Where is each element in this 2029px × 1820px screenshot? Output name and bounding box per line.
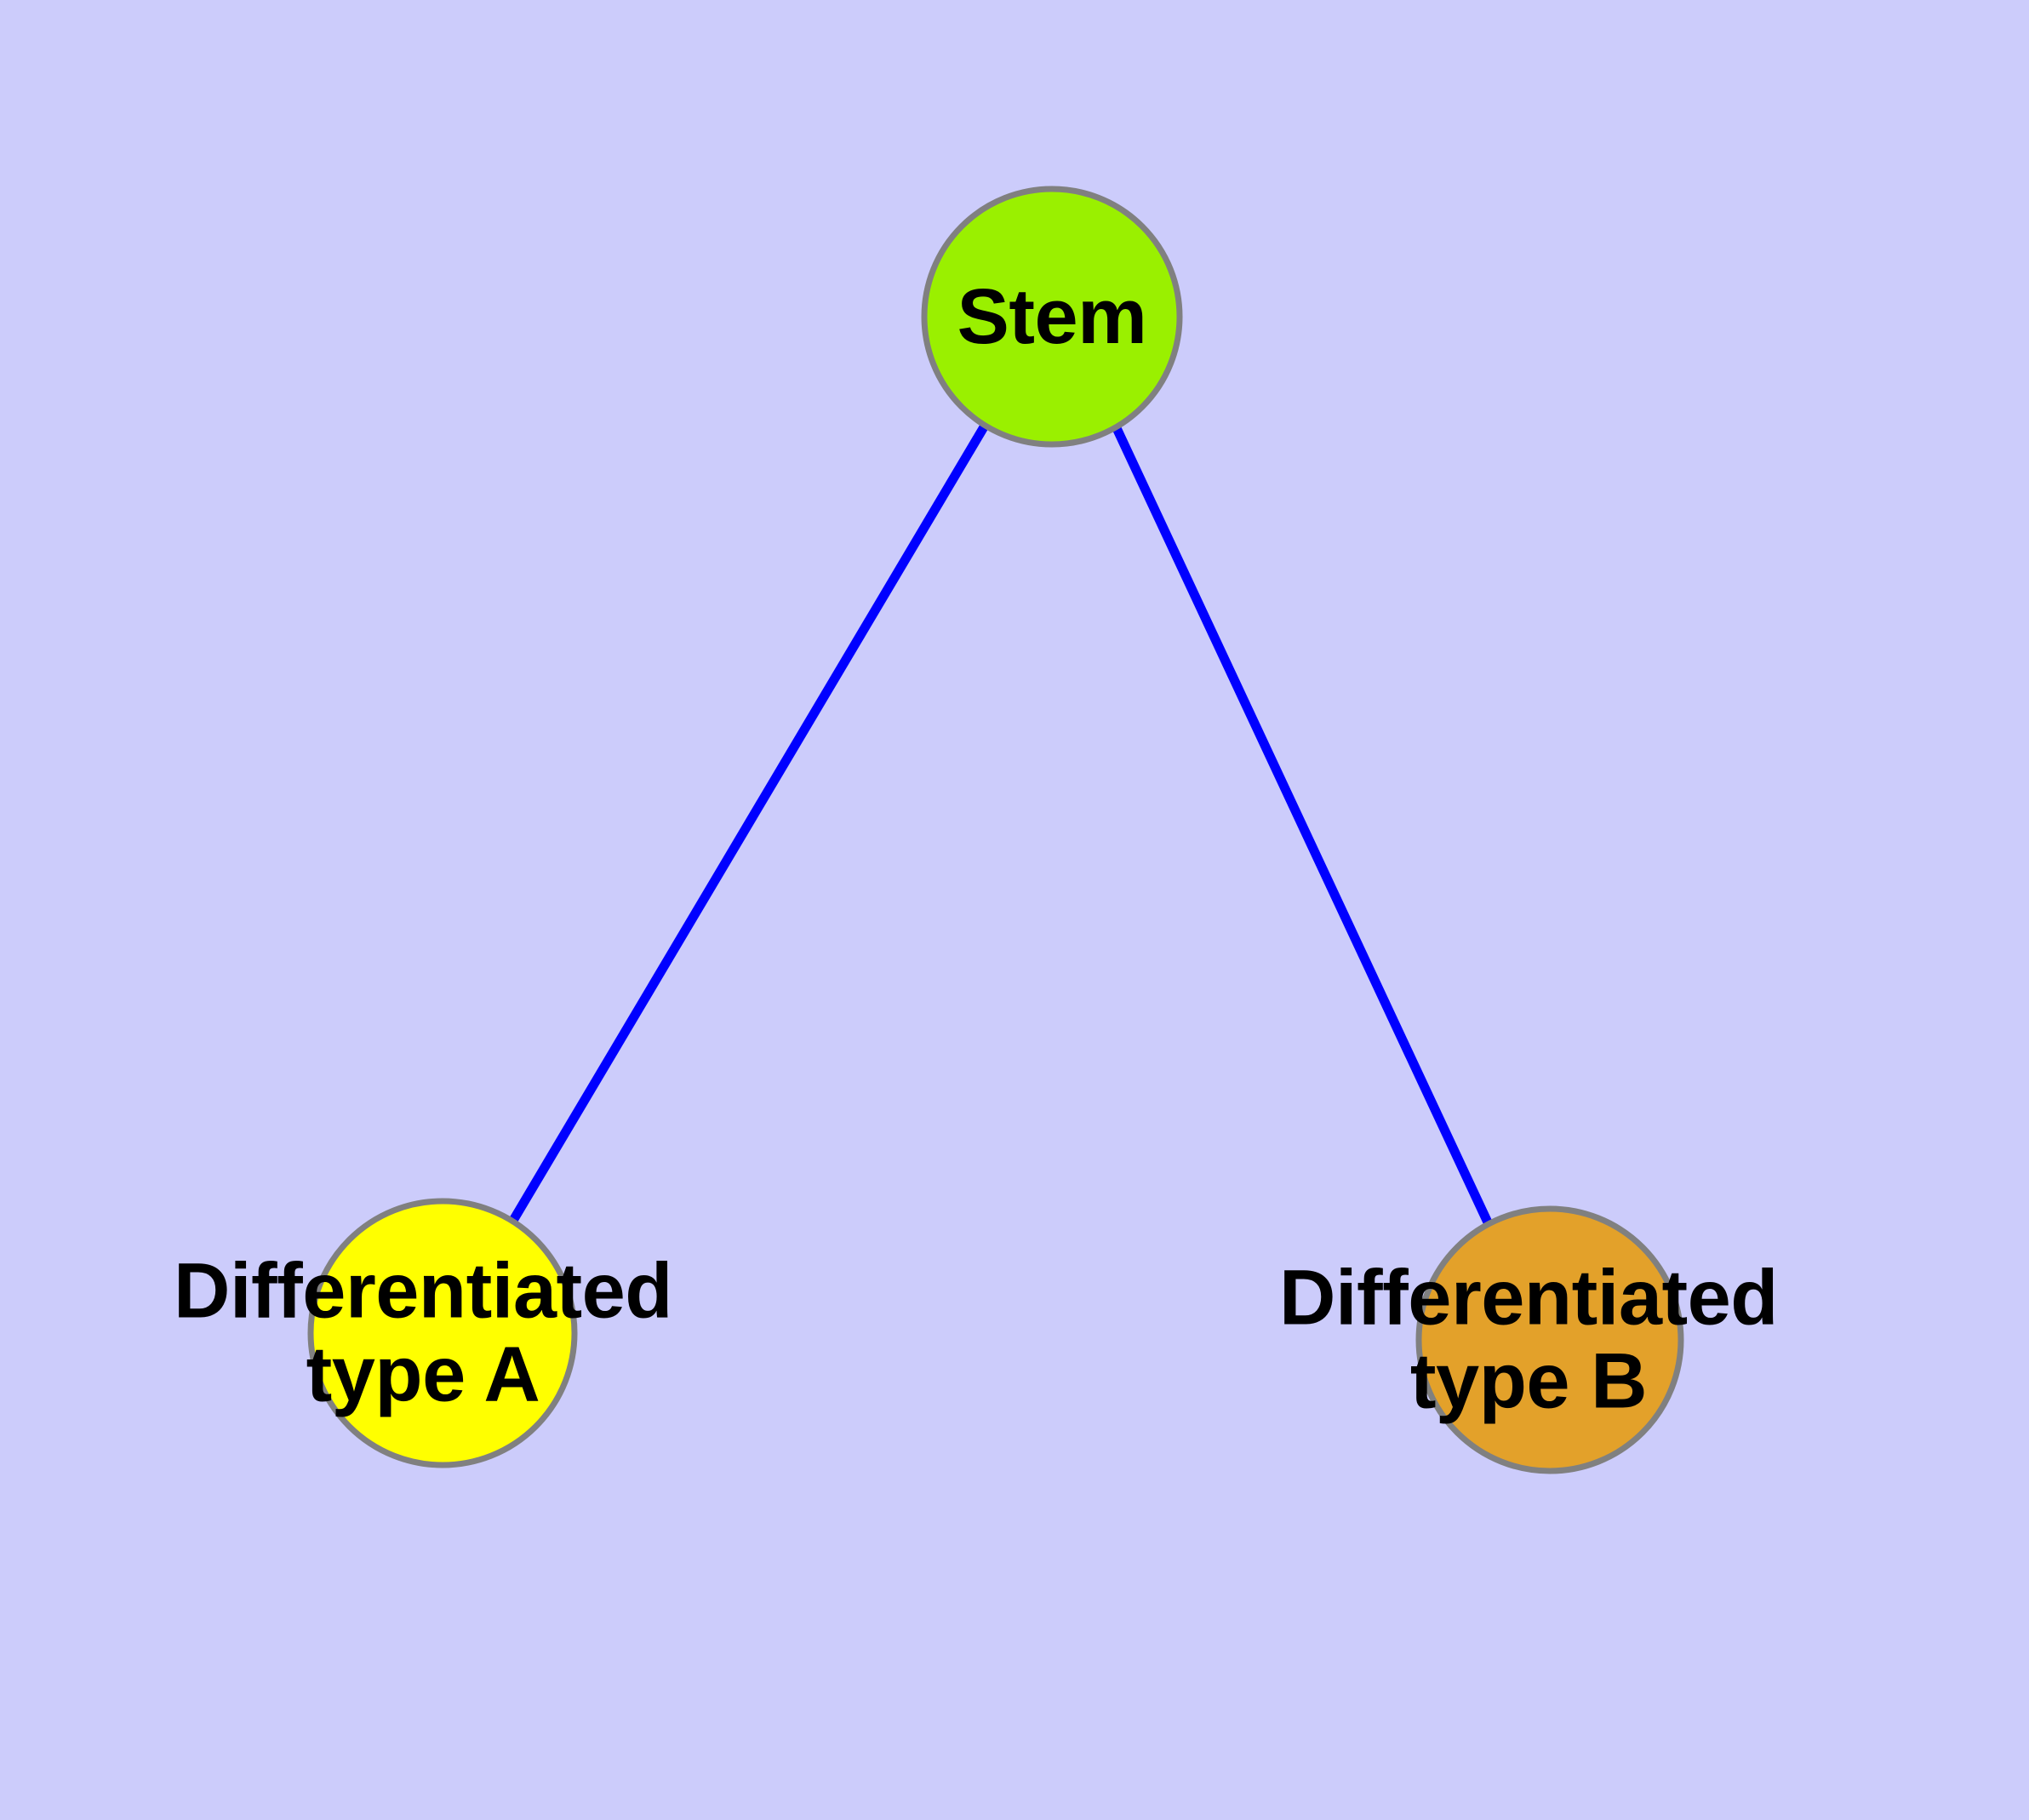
- node-circle-diff-b[interactable]: [1415, 1205, 1684, 1474]
- edge-stem-to-diff-a[interactable]: [507, 423, 989, 1226]
- edge-stem-to-diff-b[interactable]: [1112, 426, 1493, 1227]
- edge-layer: [507, 423, 1493, 1227]
- node-layer: [307, 186, 1684, 1474]
- node-circle-diff-a[interactable]: [307, 1198, 578, 1468]
- node-circle-stem[interactable]: [921, 186, 1183, 448]
